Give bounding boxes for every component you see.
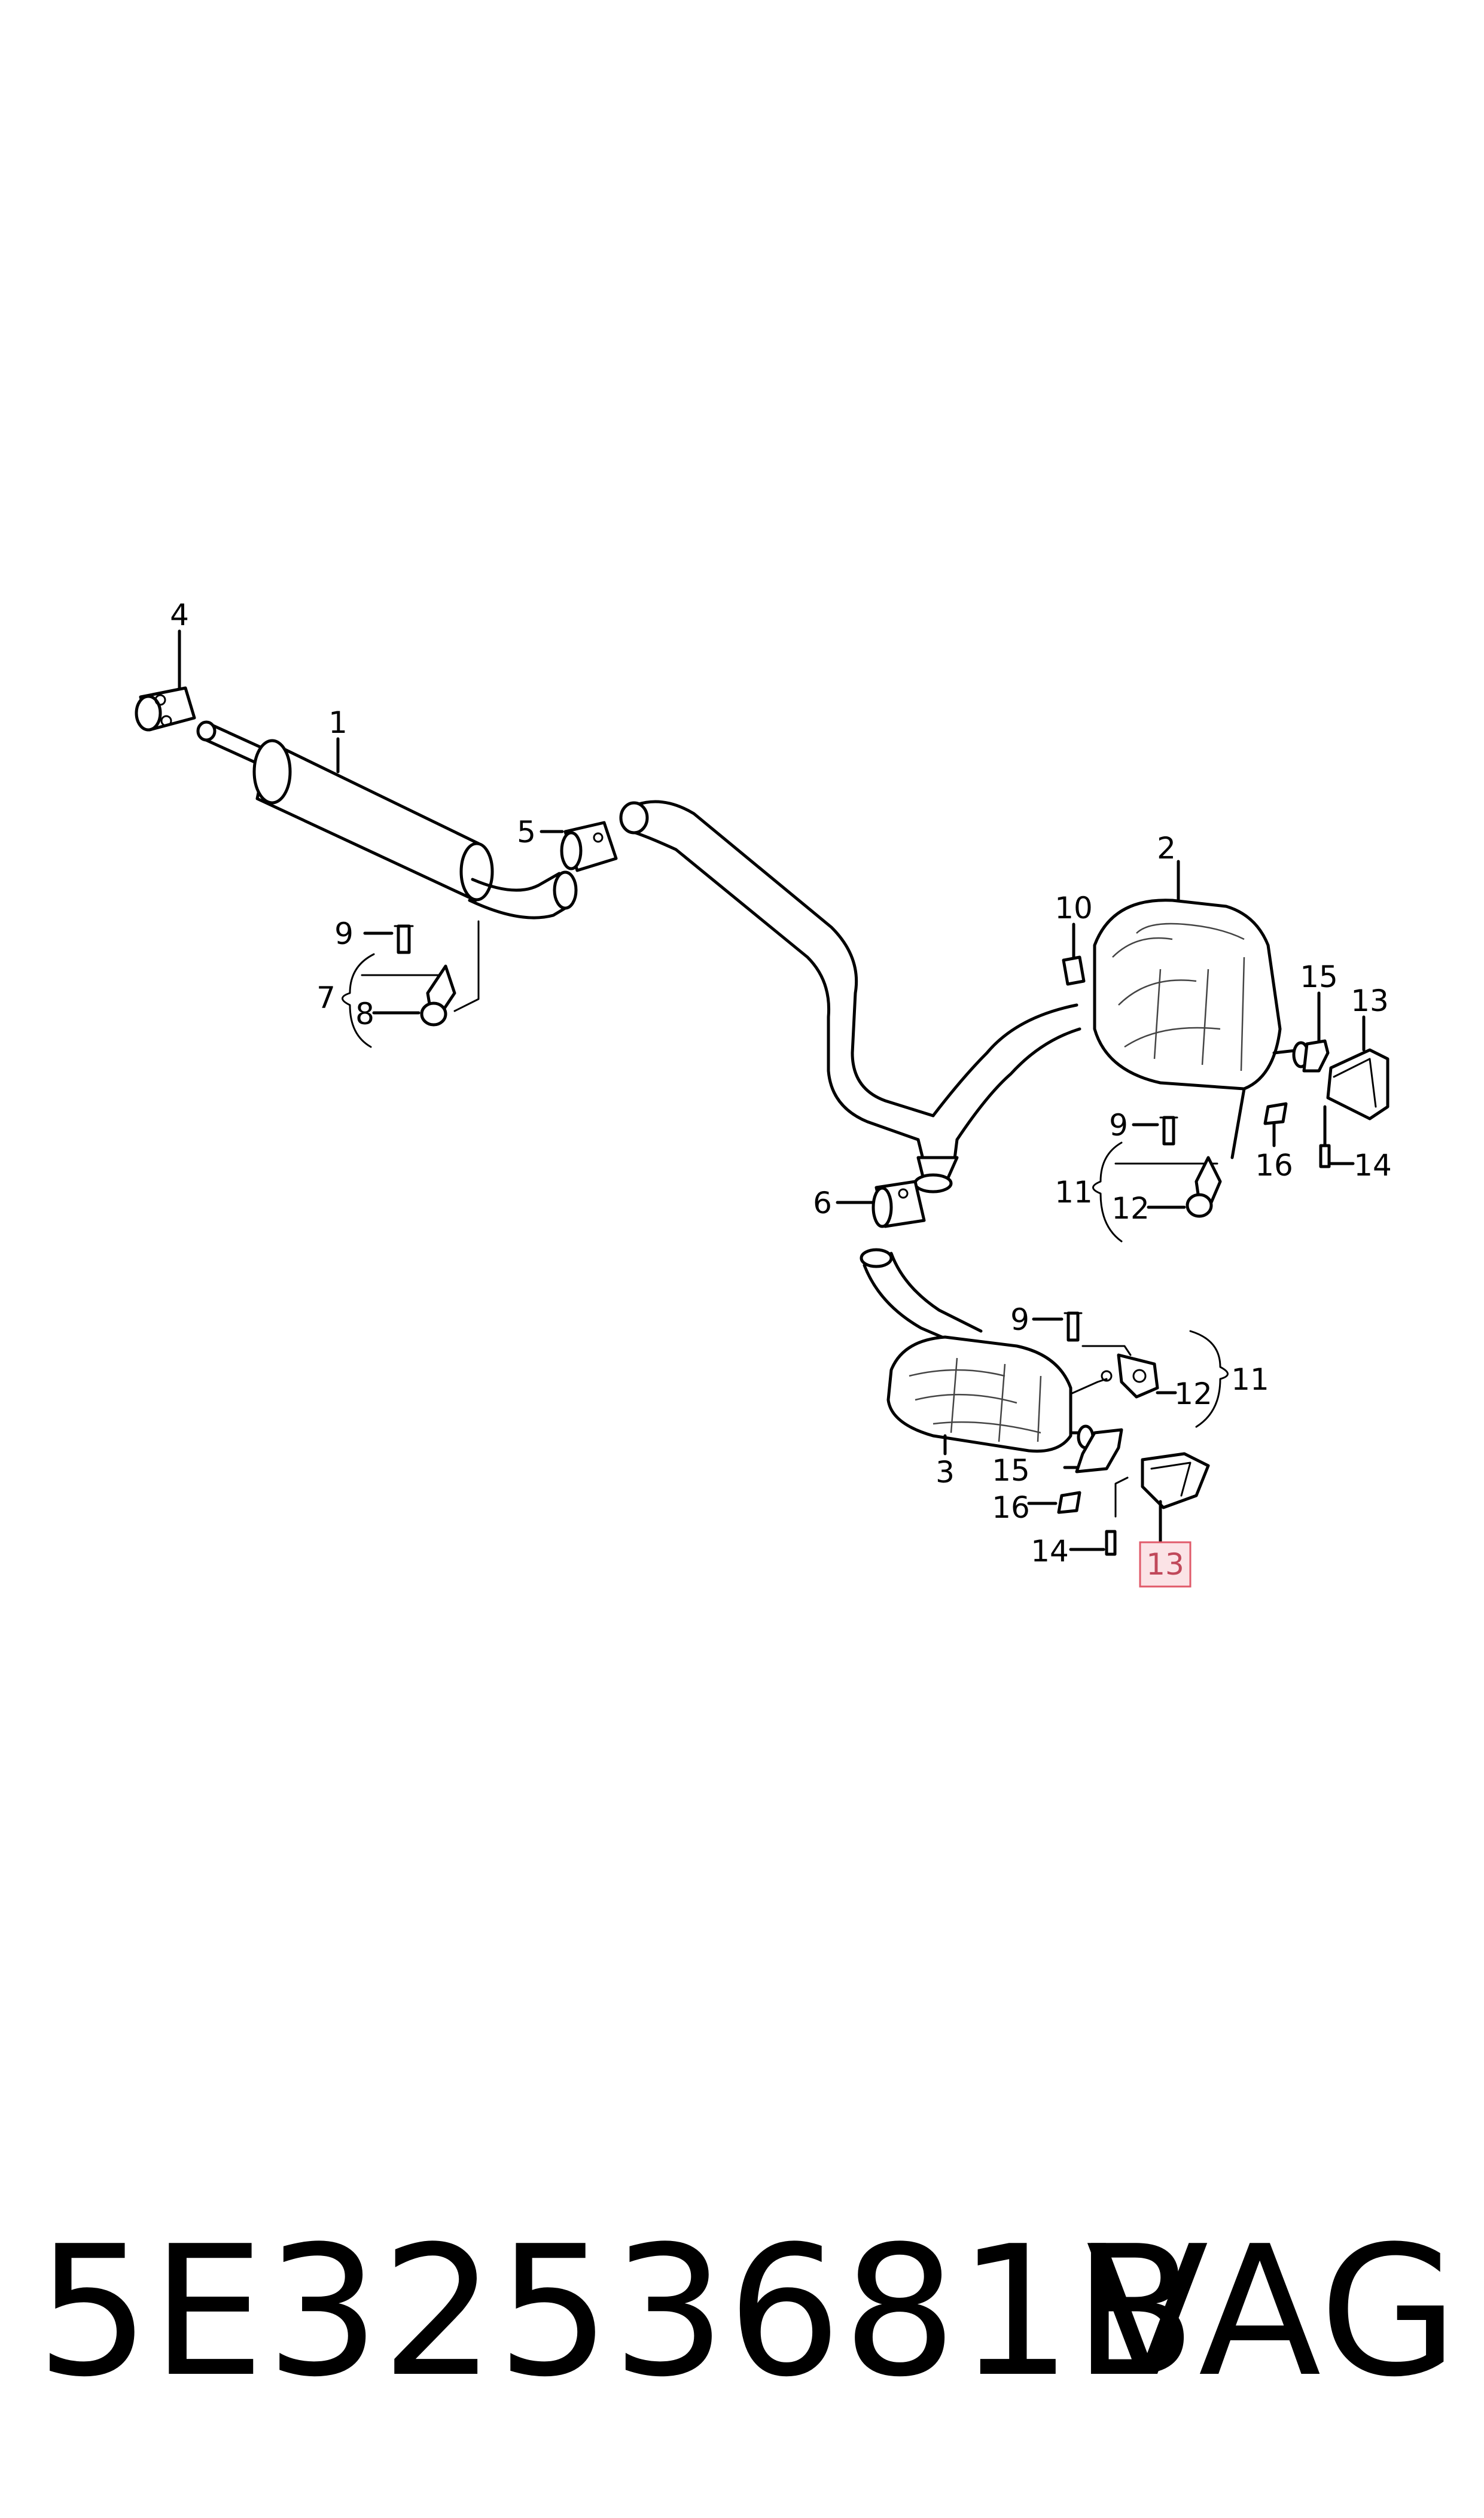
callout-8: 8: [355, 997, 374, 1031]
part-number: 5E3253681B: [36, 2208, 1198, 2416]
callout-15-lower: 15: [992, 1453, 1030, 1488]
callout-7: 7: [316, 981, 336, 1015]
callout-11-lower: 11: [1231, 1362, 1269, 1397]
callout-13-upper: 13: [1351, 984, 1389, 1018]
callout-6: 6: [813, 1186, 832, 1220]
callout-10: 10: [1055, 891, 1093, 925]
hanger-group-lower: [1032, 1311, 1229, 1428]
part-3-rear-muffler-left: [860, 1248, 1113, 1456]
callout-16-lower: 16: [992, 1490, 1030, 1525]
part-6-clamp: [836, 1180, 926, 1228]
middle-y-pipe: [619, 800, 1081, 1193]
callout-5: 5: [517, 815, 536, 850]
part-4-clamp: [135, 629, 196, 732]
callout-2: 2: [1157, 831, 1176, 866]
callout-12-right: 12: [1111, 1191, 1150, 1226]
part-1-front-muffler: [196, 720, 578, 919]
highlight-box: [1139, 1541, 1192, 1588]
callout-11-right: 11: [1055, 1175, 1093, 1210]
hanger-group-right: [1092, 1116, 1222, 1243]
callout-1: 1: [328, 705, 348, 740]
part-5-clamp: [540, 821, 618, 872]
part-2-rear-muffler-right: [1093, 860, 1310, 1159]
callout-14-lower: 14: [1031, 1534, 1069, 1569]
callout-16-upper: 16: [1255, 1148, 1293, 1183]
callout-4: 4: [170, 598, 189, 632]
callout-9-right: 9: [1109, 1108, 1128, 1143]
caption: 5E3253681B VAG: [36, 2213, 1459, 2411]
callout-9-lower: 9: [1010, 1302, 1029, 1337]
callout-14-upper: 14: [1354, 1148, 1392, 1183]
callout-9-front: 9: [334, 917, 354, 951]
callout-15-upper: 15: [1300, 960, 1338, 994]
part-10-bracket: [1062, 922, 1086, 986]
tip-group-lower: [1027, 1428, 1210, 1556]
hanger-group-front: [342, 920, 480, 1048]
callout-3: 3: [936, 1455, 955, 1490]
callout-12-lower: 12: [1174, 1377, 1212, 1411]
brand-name: VAG: [1086, 2208, 1459, 2416]
callout-13-lower-highlighted: 13: [1146, 1547, 1184, 1582]
tip-group-upper: [1263, 991, 1389, 1168]
